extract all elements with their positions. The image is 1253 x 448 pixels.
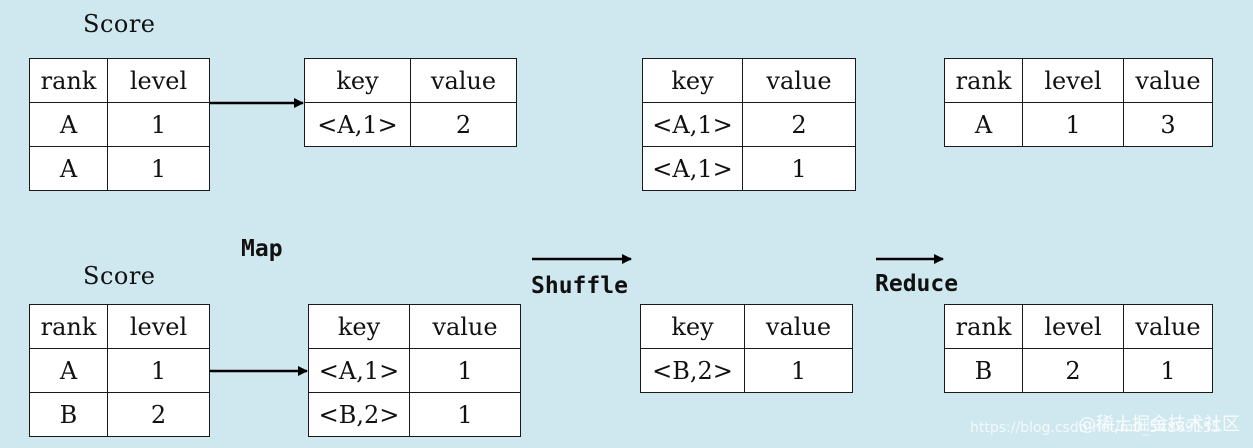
table-cell: <B,2> [308, 392, 410, 437]
table-row: A 1 [29, 102, 210, 147]
table-cell: <A,1> [642, 102, 743, 147]
header-cell: rank [944, 58, 1023, 103]
score-title-bottom: Score [83, 262, 156, 290]
table-cell: A [29, 102, 108, 147]
table-cell: A [29, 348, 108, 393]
table-row: A 1 3 [944, 102, 1213, 147]
table-cell: <A,1> [308, 348, 410, 393]
table-row: <B,2> 1 [640, 348, 853, 393]
table-cell: 2 [410, 102, 517, 147]
table-row: B 2 1 [944, 348, 1213, 393]
table-row: A 1 [29, 348, 210, 393]
table-cell: 1 [107, 348, 210, 393]
score-title-top: Score [83, 10, 156, 38]
header-cell: key [642, 58, 743, 103]
reduce-table-bottom: rank level value B 2 1 [944, 304, 1213, 393]
table-cell: 1 [1022, 102, 1124, 147]
header-cell: value [409, 304, 521, 349]
table-cell: 1 [107, 146, 210, 191]
table-cell: 1 [744, 348, 853, 393]
table-row: <B,2> 1 [308, 392, 521, 437]
header-cell: rank [29, 304, 108, 349]
table-cell: 1 [107, 102, 210, 147]
input-table-bottom: rank level A 1 B 2 [29, 304, 210, 437]
map-label: Map [241, 236, 283, 262]
header-cell: key [308, 304, 410, 349]
header-cell: rank [944, 304, 1023, 349]
shuffle-label: Shuffle [531, 273, 628, 299]
reduce-table-top: rank level value A 1 3 [944, 58, 1213, 147]
watermark-brand: @稀土掘金技术社区 [1078, 414, 1240, 435]
header-cell: key [304, 58, 411, 103]
table-row: B 2 [29, 392, 210, 437]
header-cell: level [107, 58, 210, 103]
table-cell: 2 [742, 102, 856, 147]
table-cell: <B,2> [640, 348, 745, 393]
table-cell: 1 [1123, 348, 1213, 393]
header-cell: level [1022, 58, 1124, 103]
table-row: <A,1> 1 [642, 146, 856, 191]
shuffle-table-bottom: key value <B,2> 1 [640, 304, 853, 393]
header-cell: value [742, 58, 856, 103]
table-cell: A [944, 102, 1023, 147]
table-cell: <A,1> [642, 146, 743, 191]
table-cell: 2 [107, 392, 210, 437]
table-row: <A,1> 2 [304, 102, 517, 147]
map-table-bottom: key value <A,1> 1 <B,2> 1 [308, 304, 521, 437]
header-cell: value [410, 58, 517, 103]
header-cell: value [1123, 58, 1213, 103]
header-cell: value [744, 304, 853, 349]
table-cell: <A,1> [304, 102, 411, 147]
watermark-url: https://blog.csdn.net/m0_54869155 [970, 420, 1221, 436]
table-cell: 1 [409, 392, 521, 437]
table-cell: 1 [409, 348, 521, 393]
table-cell: A [29, 146, 108, 191]
shuffle-table-top: key value <A,1> 2 <A,1> 1 [642, 58, 856, 191]
table-row: <A,1> 2 [642, 102, 856, 147]
table-cell: 2 [1022, 348, 1124, 393]
header-cell: key [640, 304, 745, 349]
header-cell: level [107, 304, 210, 349]
map-table-top: key value <A,1> 2 [304, 58, 517, 147]
reduce-label: Reduce [875, 271, 959, 297]
table-row: <A,1> 1 [308, 348, 521, 393]
header-cell: rank [29, 58, 108, 103]
table-cell: B [944, 348, 1023, 393]
table-row: A 1 [29, 146, 210, 191]
header-cell: value [1123, 304, 1213, 349]
input-table-top: rank level A 1 A 1 [29, 58, 210, 191]
table-cell: B [29, 392, 108, 437]
table-cell: 1 [742, 146, 856, 191]
table-cell: 3 [1123, 102, 1213, 147]
header-cell: level [1022, 304, 1124, 349]
